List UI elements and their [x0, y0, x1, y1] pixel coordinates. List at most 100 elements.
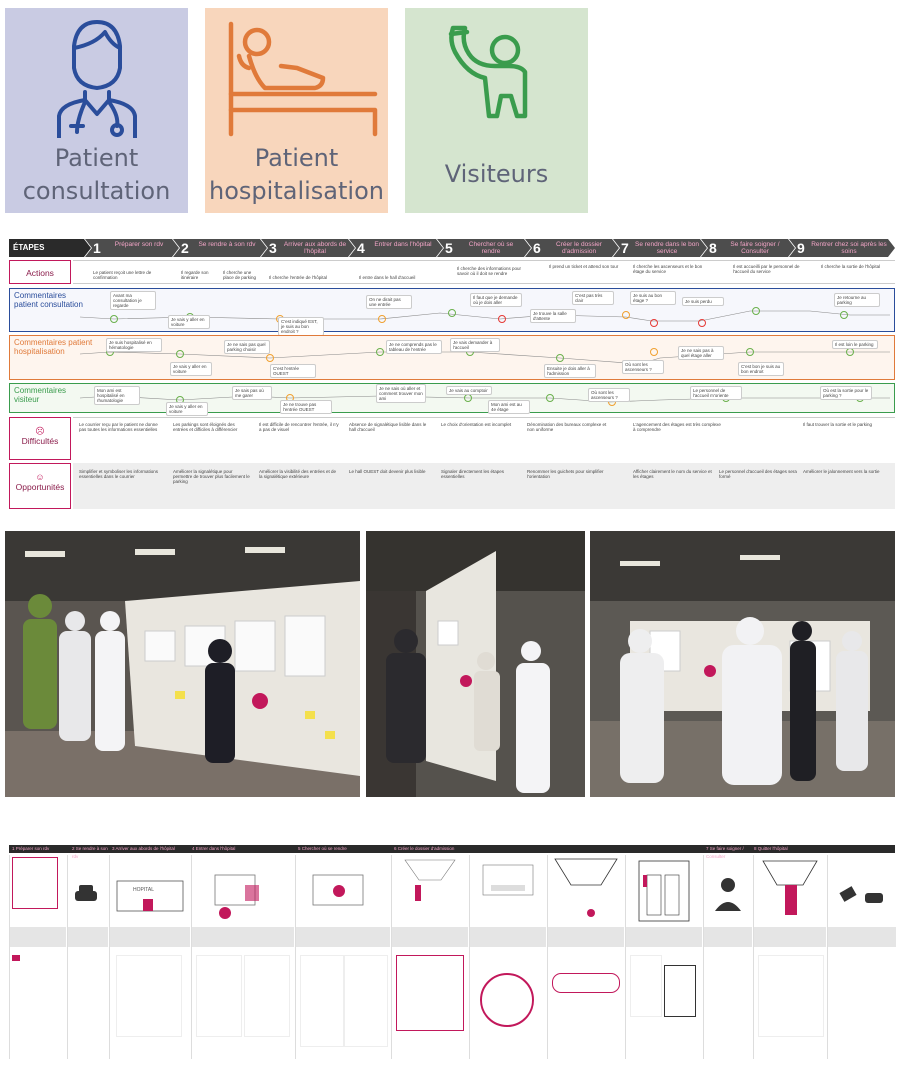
sad-face-icon: [698, 319, 706, 327]
story-note: [548, 927, 624, 947]
story-card: [758, 955, 824, 1037]
story-column: [67, 855, 108, 1059]
story-header: 5 Chercher où se rendre: [295, 845, 391, 853]
step-number: 2: [181, 240, 189, 256]
opportunity-text: Signaler directement les étapes essentie…: [441, 469, 505, 480]
story-note: [68, 927, 108, 947]
difficulty-text: Dénomination des bureaux complexe et non…: [527, 422, 607, 433]
parking-ticket-icon: [831, 855, 893, 925]
persona-label-line: consultation: [22, 177, 171, 205]
happy-face-icon: [464, 394, 472, 402]
band-label: Commentaires patient consultation: [14, 291, 83, 309]
action-text: Il cherche l'entrée de l'hôpital: [269, 275, 328, 280]
happy-face-icon: [556, 354, 564, 362]
action-text: Il est accueilli par le personnel de l'a…: [733, 264, 800, 275]
happy-face-icon: [752, 307, 760, 315]
action-text: Il cherche une place de parking: [223, 270, 257, 281]
opportunites-row: Simplifier et symboliser les information…: [73, 463, 895, 509]
persona-label: Patient hospitalisation: [205, 142, 388, 208]
comment-bubble: Où est la sortie pour le parking ?: [820, 386, 872, 400]
step-number: 8: [709, 240, 717, 256]
happy-face-icon: [746, 348, 754, 356]
story-header-label: 5 Chercher où se rendre: [298, 846, 347, 851]
story-note: [754, 927, 826, 947]
desk-scene: [473, 855, 543, 925]
comment-bubble: Le personnel de l'accueil m'oriente: [690, 386, 742, 400]
action-text: Il prend un ticket et attend son tour: [549, 264, 619, 269]
neutral-face-icon: [378, 315, 386, 323]
comment-bubble: Je ne sais où aller et comment trouver m…: [376, 384, 426, 403]
story-card-pill: [552, 973, 620, 993]
band-label: Commentaires visiteur: [14, 386, 67, 404]
persona-card-visiteurs: Visiteurs: [405, 8, 588, 213]
comment-bubble: Je vais y aller en voiture: [168, 315, 210, 329]
step-number: 6: [533, 240, 541, 256]
action-text: Il cherche la sortie de l'hôpital: [821, 264, 881, 269]
happy-face-icon: [546, 394, 554, 402]
story-header-label: 3 Arriver aux abords de l'hôpital: [112, 846, 175, 851]
persona-label: Visiteurs: [405, 158, 588, 191]
waving-person-icon: [405, 16, 588, 138]
step-number: 7: [621, 240, 629, 256]
action-text: Il cherche des informations pour savoir …: [457, 266, 522, 277]
persona-label: Patient consultation: [5, 142, 188, 208]
happy-face-icon: [840, 311, 848, 319]
step-label: Créer le dossier d'admission: [556, 241, 602, 255]
story-header-label: 2 Se rendre à son rdv: [72, 846, 108, 859]
story-note: [470, 927, 546, 947]
step-5: 5 Chercher où se rendre: [437, 239, 531, 257]
storyboard-strip: 1 Préparer son rdv 2 Se rendre à son rdv…: [9, 845, 896, 1060]
corridor-scene: [395, 855, 465, 925]
story-column: [9, 855, 66, 1059]
story-header: 6 Créer le dossier d'admission: [391, 845, 703, 853]
difficulty-text: Il est difficile de rencontrer l'entrée,…: [259, 422, 339, 433]
step-2: 2 Se rendre à son rdv: [173, 239, 267, 257]
story-column: HOPITAL: [109, 855, 190, 1059]
difficulty-text: Le courrier reçu par le patient ne donne…: [79, 422, 158, 433]
comment-bubble: C'est pas très clair: [572, 291, 614, 305]
reactions-badge: [12, 955, 20, 961]
story-column: [753, 855, 826, 1059]
story-note: [392, 927, 468, 947]
step-label: Se rendre à son rdv: [198, 241, 256, 248]
comment-bubble: Où sont les ascenseurs ?: [588, 388, 630, 402]
story-header-label: 1 Préparer son rdv: [12, 846, 50, 851]
step-label: Entrer dans l'hôpital: [374, 241, 432, 248]
step-6: 6 Créer le dossier d'admission: [525, 239, 619, 257]
happy-face-icon: [448, 309, 456, 317]
comment-bubble: C'est l'entrée OUEST: [270, 364, 316, 378]
difficulty-text: Les parkings sont éloignés des entrées e…: [173, 422, 238, 433]
step-label: Se faire soigner / Consulter: [730, 241, 780, 255]
story-header: 7 Se faire soigner / Consulter: [703, 845, 751, 859]
action-text: Il entre dans le hall d'accueil: [359, 275, 416, 280]
difficultes-row: Le courrier reçu par le patient ne donne…: [73, 417, 895, 460]
story-note: [10, 927, 66, 947]
step-number: 5: [445, 240, 453, 256]
action-text: Il cherche les ascenseurs et le bon étag…: [633, 264, 703, 275]
comment-bubble: Il faut que je demande où je dois aller: [470, 293, 522, 307]
opportunity-text: Simplifier et symboliser les information…: [79, 469, 159, 480]
persona-label-line: Patient: [254, 144, 339, 172]
opportunity-text: Le hall OUEST doit devenir plus lisible: [349, 469, 426, 474]
story-header-label: 4 Entrer dans l'hôpital: [192, 846, 236, 851]
step-number: 3: [269, 240, 277, 256]
story-note: [704, 927, 752, 947]
persona-card-hospitalisation: Patient hospitalisation: [205, 8, 388, 213]
comment-bubble: Avant ma consultation je regarde: [110, 291, 156, 310]
comment-bubble: Il est loin le parking: [832, 340, 878, 349]
band-hospitalisation: Commentaires patient hospitalisation Je …: [9, 335, 895, 380]
step-label: Chercher où se rendre: [468, 241, 514, 255]
story-column: [295, 855, 390, 1059]
hospital-sign-text: HOPITAL: [133, 887, 154, 893]
story-column: [191, 855, 294, 1059]
story-note: [828, 927, 896, 947]
step-number: 4: [357, 240, 365, 256]
happy-face-icon: [376, 348, 384, 356]
persona-card-consultation: Patient consultation: [5, 8, 188, 213]
steps-title-text: ÉTAPES: [13, 243, 45, 252]
comment-bubble: Je suis hospitalisé en hématologie: [106, 338, 162, 352]
comment-bubble: Je ne sais pas quel parking choisir: [224, 340, 270, 354]
emotion-curve-hospit: [79, 351, 890, 365]
